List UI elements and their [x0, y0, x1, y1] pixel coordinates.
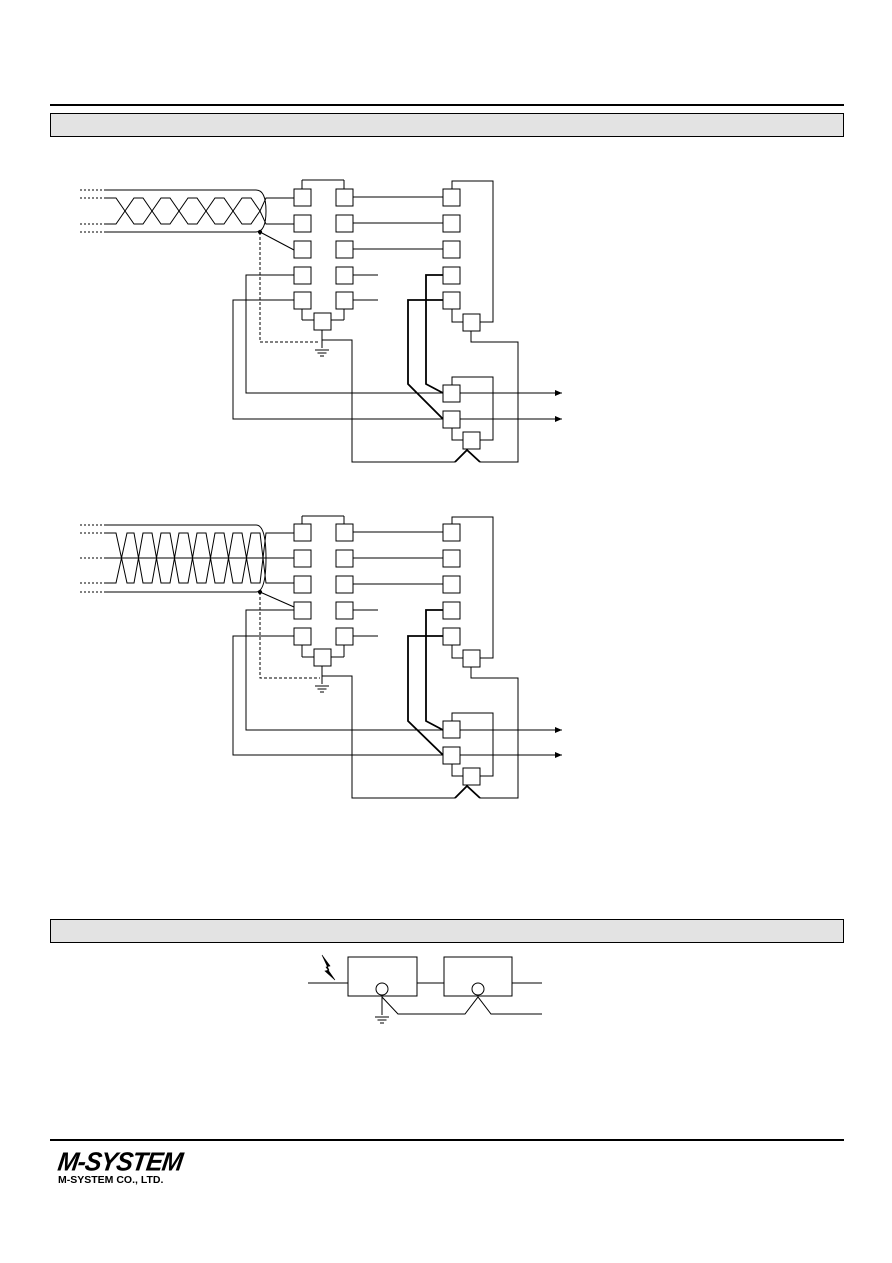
bottom-rule [50, 1139, 844, 1141]
section-header-wiring [50, 113, 844, 137]
company-name: M-SYSTEM CO., LTD. [58, 1174, 164, 1186]
diagram-two-wire [80, 179, 562, 463]
company-logo: M-SYSTEM M-SYSTEM CO., LTD. [55, 1147, 185, 1186]
diagram-four-wire [80, 515, 562, 799]
lightning-icon [321, 954, 336, 981]
brand-wordmark: M-SYSTEM [55, 1147, 185, 1177]
top-rule [50, 104, 844, 106]
section-header-lightning [50, 919, 844, 943]
diagram-lightning-protection [308, 954, 542, 1024]
